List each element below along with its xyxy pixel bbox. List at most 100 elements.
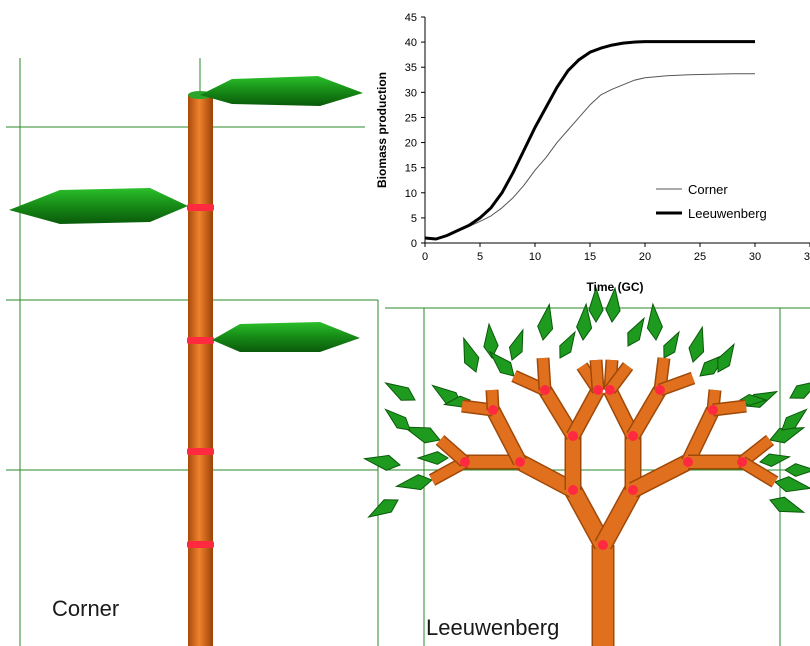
y-tick-label: 25 — [405, 112, 417, 124]
y-tick-label: 40 — [405, 37, 417, 49]
y-tick-label: 0 — [411, 238, 417, 250]
tree-leaf — [367, 499, 399, 518]
tree-node — [488, 405, 498, 415]
tree-node — [628, 431, 638, 441]
x-axis-title: Time (GC) — [586, 280, 643, 294]
tree-leaf — [588, 286, 604, 323]
tree-leaf — [646, 302, 663, 341]
y-axis-title: Biomass production — [375, 72, 389, 188]
x-tick-label: 10 — [529, 251, 541, 263]
tree-leaf — [508, 328, 524, 361]
stem-node — [187, 204, 214, 211]
tree-branch — [538, 357, 550, 391]
tree-branch — [595, 486, 641, 549]
tree-branch — [487, 407, 526, 465]
tree-leaf — [537, 302, 554, 341]
leaf — [200, 76, 363, 106]
x-tick-label: 0 — [422, 251, 428, 263]
tree-leaf — [576, 302, 593, 341]
tree-leaf — [663, 330, 680, 359]
tree-leaf — [769, 496, 806, 513]
tree-leaf — [789, 382, 810, 399]
tree-node — [593, 385, 603, 395]
stem-node — [187, 337, 214, 344]
tree-node — [655, 385, 665, 395]
tree-leaf — [394, 474, 433, 491]
tree-leaf — [739, 393, 768, 407]
tree-leaf — [769, 427, 806, 444]
x-tick-label: 20 — [639, 251, 651, 263]
tree-node — [628, 485, 638, 495]
tree-node — [598, 540, 608, 550]
tree-leaf — [759, 453, 792, 467]
legend-label-leeuwenberg: Leeuwenberg — [688, 206, 767, 221]
tree-branch — [436, 436, 469, 466]
corner-plant-panel — [6, 58, 379, 646]
tree-node — [460, 457, 470, 467]
tree-leaf — [781, 408, 808, 431]
stem-node — [187, 541, 214, 548]
x-tick-label: 35 — [804, 251, 810, 263]
chart-legend: Corner Leeuwenberg — [656, 182, 767, 221]
leeuwenberg-branches — [428, 357, 779, 646]
tree-node — [605, 385, 615, 395]
x-tick-label: 15 — [584, 251, 596, 263]
tree-branch — [591, 359, 603, 391]
leeuwenberg-leaves — [362, 286, 810, 518]
x-axis-ticks: 0 5 10 15 20 25 30 35 — [422, 243, 810, 263]
tree-node — [540, 385, 550, 395]
leeuwenberg-panel-label: Leeuwenberg — [426, 615, 560, 640]
y-tick-label: 20 — [405, 138, 417, 150]
tree-branch — [682, 407, 719, 465]
tree-branch — [739, 457, 778, 487]
tree-branch — [539, 386, 579, 440]
tree-node — [683, 457, 693, 467]
stem-node — [187, 448, 214, 455]
leaf — [9, 188, 188, 224]
tree-node — [568, 485, 578, 495]
tree-leaf — [362, 454, 401, 471]
tree-node — [515, 457, 525, 467]
corner-panel-label: Corner — [52, 596, 120, 621]
corner-stem — [188, 94, 213, 646]
tree-branch — [567, 387, 604, 439]
tree-leaf — [688, 325, 705, 363]
leaf — [212, 322, 360, 352]
legend-label-corner: Corner — [688, 182, 728, 197]
tree-leaf — [463, 336, 480, 373]
tree-leaf — [416, 451, 449, 465]
corner-nodes — [187, 204, 214, 548]
x-tick-label: 25 — [694, 251, 706, 263]
chart-series — [424, 40, 755, 241]
tree-branch — [629, 455, 692, 497]
tree-branch — [627, 386, 666, 440]
biomass-chart: 0 5 10 15 20 25 30 35 40 45 0 5 10 15 20 25 30 35 Time (… — [375, 12, 810, 294]
tree-leaf — [774, 476, 810, 493]
tree-leaf — [627, 316, 645, 347]
y-tick-label: 35 — [405, 62, 417, 74]
y-tick-label: 10 — [405, 188, 417, 200]
y-tick-label: 5 — [411, 213, 417, 225]
tree-leaf — [384, 382, 416, 401]
tree-leaf — [717, 342, 735, 373]
y-tick-label: 45 — [405, 12, 417, 24]
tree-branch — [712, 401, 747, 415]
corner-leaves — [9, 76, 363, 352]
series-line-leeuwenberg — [424, 40, 755, 241]
tree-branch — [516, 455, 577, 497]
x-tick-label: 30 — [749, 251, 761, 263]
leeuwenberg-tree-panel — [362, 286, 810, 646]
tree-leaf — [483, 322, 499, 359]
tree-node — [708, 405, 718, 415]
tree-leaf — [559, 330, 576, 359]
tree-node — [737, 457, 747, 467]
tree-branch — [658, 373, 695, 395]
x-tick-label: 5 — [477, 251, 483, 263]
tree-node — [568, 431, 578, 441]
leeuwenberg-nodes — [460, 385, 747, 550]
tree-leaf — [784, 463, 810, 477]
y-tick-label: 30 — [405, 87, 417, 99]
tree-leaf — [605, 286, 621, 323]
